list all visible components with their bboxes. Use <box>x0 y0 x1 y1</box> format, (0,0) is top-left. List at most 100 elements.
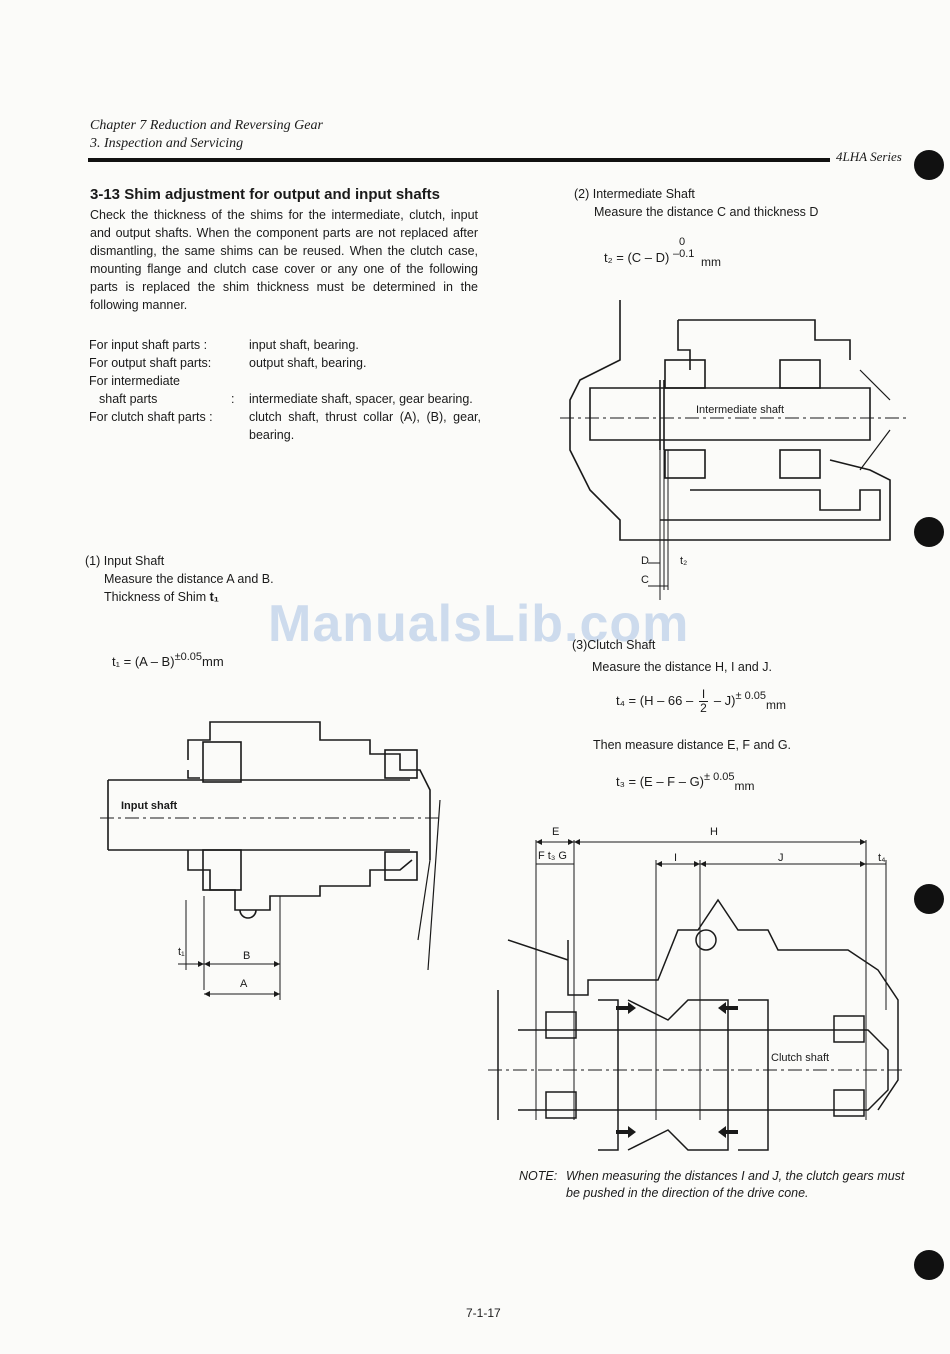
formula-unit: mm <box>202 654 224 669</box>
parts-label: For output shaft parts: <box>89 356 212 370</box>
punch-hole <box>914 884 944 914</box>
housing-outline <box>187 770 200 779</box>
clutch-formula-2: t₃ = (E – F – G)± 0.05mm <box>616 771 755 793</box>
parts-value: intermediate shaft, spacer, gear bearing… <box>249 392 473 406</box>
formula-tolerance: 0 –0.1 <box>673 236 701 262</box>
dimension-line <box>648 562 668 587</box>
shaft-body <box>589 387 871 441</box>
arrow-heads <box>198 961 280 997</box>
input-shaft-label: Input shaft <box>121 800 178 812</box>
punch-hole <box>914 517 944 547</box>
cover-edge <box>417 799 441 971</box>
formula-main: t₄ = (H – 66 – <box>616 692 694 708</box>
housing-detail <box>859 369 891 471</box>
parts-colon: : <box>231 392 235 406</box>
arrow-heads <box>536 839 866 867</box>
housing-outline <box>569 300 891 541</box>
formula-unit: mm <box>701 255 721 269</box>
clutch-instruction-2: Then measure distance E, F and G. <box>593 738 792 752</box>
housing-detail <box>239 909 257 919</box>
bearing-icon <box>545 1091 577 1119</box>
punch-hole <box>914 150 944 180</box>
input-shaft-title: (1) Input Shaft <box>85 554 165 568</box>
formula-tolerance: ± 0.05 <box>735 689 766 702</box>
page-number: 7-1-17 <box>466 1306 501 1320</box>
bearing-icon <box>779 449 821 479</box>
formula-fraction: I 2 <box>698 688 709 715</box>
housing-outline <box>677 319 851 370</box>
dim-b: B <box>243 950 251 962</box>
note-text: When measuring the distances I and J, th… <box>566 1169 905 1200</box>
parts-label: For input shaft parts : <box>89 338 208 352</box>
bearing-icon <box>833 1015 865 1043</box>
header-rule <box>88 158 830 162</box>
dim-c: C <box>641 574 649 586</box>
series-label: 4LHA Series <box>836 149 902 164</box>
dim-t1: t₁ <box>178 946 185 958</box>
dim-e: E <box>552 826 560 838</box>
dim-j: J <box>778 852 784 864</box>
clutch-shaft-label: Clutch shaft <box>771 1052 830 1064</box>
shaft-body <box>108 779 410 851</box>
bearing-icon <box>779 359 821 389</box>
parts-row: For intermediate <box>89 372 481 390</box>
clutch-formula-1: t₄ = (H – 66 – I 2 – J)± 0.05mm <box>616 688 786 715</box>
bearing-icon <box>384 749 418 779</box>
parts-row: For clutch shaft parts : clutch shaft, t… <box>89 408 481 444</box>
input-shaft-diagram <box>100 721 441 1000</box>
punch-hole <box>914 1250 944 1280</box>
dim-t4: t₄ <box>878 852 886 864</box>
parts-label-cell: shaft parts : <box>89 390 249 408</box>
chapter-title: Chapter 7 Reduction and Reversing Gear <box>90 118 323 133</box>
parts-value: output shaft, bearing. <box>249 356 367 370</box>
formula-tail: – J) <box>713 692 736 708</box>
formula-main: t₃ = (E – F – G) <box>616 774 705 789</box>
watermark: ManualsLib.com <box>268 595 690 653</box>
bearing-icon <box>202 741 242 783</box>
formula-unit: mm <box>734 779 755 793</box>
parts-label: shaft parts <box>99 392 158 406</box>
parts-table: For input shaft parts : input shaft, bea… <box>89 336 481 444</box>
shim-plate <box>659 380 665 450</box>
parts-row: For input shaft parts : input shaft, bea… <box>89 336 481 354</box>
parts-label: For intermediate <box>89 374 181 388</box>
note-prefix: NOTE: <box>519 1169 558 1183</box>
dim-d: D <box>641 555 649 567</box>
bearing-icon <box>545 1011 577 1039</box>
housing-outline <box>187 721 431 860</box>
bearing-icon <box>833 1089 865 1117</box>
fraction-denominator: 2 <box>700 701 707 715</box>
housing-outline <box>507 898 899 1111</box>
intermediate-shaft-label: Intermediate shaft <box>696 404 785 416</box>
clutch-title: (3)Clutch Shaft <box>572 638 656 652</box>
input-shaft-formula: t₁ = (A – B)±0.05mm <box>112 651 224 669</box>
formula-tolerance: ± 0.05 <box>704 771 735 783</box>
extension-line <box>185 896 281 1000</box>
dim-h: H <box>710 826 718 838</box>
intermediate-instruction: Measure the distance C and thickness D <box>594 205 819 219</box>
dim-i: I <box>674 852 678 864</box>
tolerance-lower: –0.1 <box>673 248 695 260</box>
clutch-instruction: Measure the distance H, I and J. <box>592 660 772 674</box>
parts-row: For output shaft parts: output shaft, be… <box>89 354 481 372</box>
formula-main: t₁ = (A – B) <box>112 654 175 669</box>
clutch-gear <box>598 999 769 1151</box>
dim-a: A <box>240 978 248 990</box>
parts-value: input shaft, bearing. <box>249 338 359 352</box>
dimension-line <box>536 841 886 865</box>
parts-value: clutch shaft, thrust collar (A), (B), ge… <box>249 410 481 442</box>
input-shaft-instruction: Measure the distance A and B. <box>104 572 274 586</box>
housing-outline <box>187 850 413 911</box>
formula-unit: mm <box>766 697 786 712</box>
extension-line <box>659 450 669 600</box>
section-title: 3. Inspection and Servicing <box>90 136 244 151</box>
intermediate-shaft-diagram <box>560 300 910 600</box>
input-shaft-shim-line: Thickness of Shim t₁ <box>104 588 219 606</box>
bearing-icon <box>384 851 418 881</box>
housing-detail <box>660 489 881 521</box>
bearing-icon <box>664 449 706 479</box>
intro-paragraph: Check the thickness of the shims for the… <box>90 208 478 312</box>
parts-value <box>249 372 481 390</box>
extension-line <box>535 840 887 1120</box>
parts-row: shaft parts : intermediate shaft, spacer… <box>89 390 481 408</box>
